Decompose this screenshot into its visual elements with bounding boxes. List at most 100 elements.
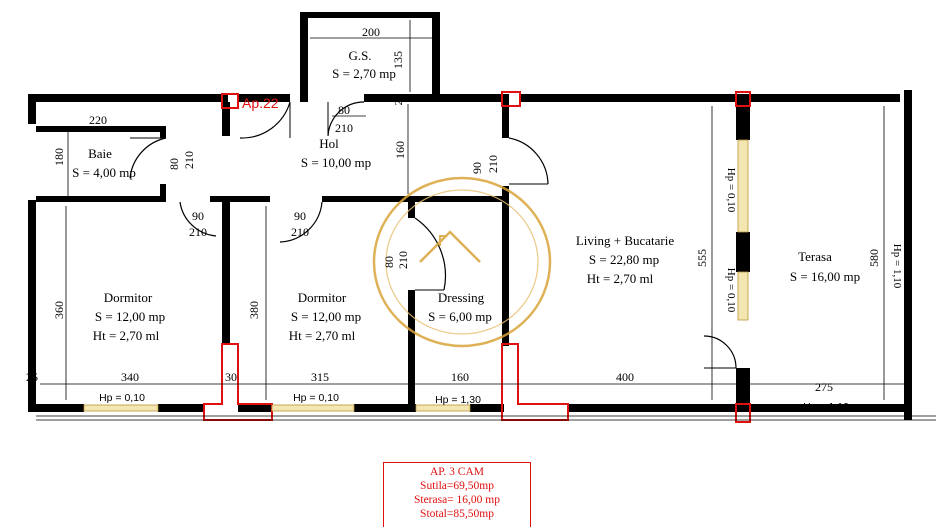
apartment-label: Ap.22 — [242, 95, 279, 111]
window-hp-2: Hp = 0,10 — [725, 268, 737, 313]
window-dorm1 — [83, 404, 159, 412]
wall-top-mid — [440, 94, 502, 102]
summary-sterasa: Sterasa= 16,00 mp — [413, 494, 500, 506]
dim-hol-depth: 160 — [393, 141, 407, 159]
dim-dress-width: 160 — [451, 370, 469, 384]
wall-dorm-divider — [222, 196, 230, 344]
dim-bottom-left-wall: 25 — [26, 370, 38, 384]
room-dressing-area: S = 6,00 mp — [428, 309, 492, 324]
room-dorm1-area: S = 12,00 mp — [95, 309, 165, 324]
wall-right — [904, 90, 912, 420]
dim-terasa-width: 275 — [815, 380, 833, 394]
dim-gs-width: 200 — [362, 25, 380, 39]
wall-top-living — [520, 94, 738, 102]
summary-title: AP. 3 CAM — [429, 466, 484, 478]
wall-bottom-3 — [238, 404, 272, 412]
door-terasa — [703, 335, 737, 369]
room-living-area: S = 22,80 mp — [589, 252, 659, 267]
window-dressing — [415, 404, 471, 412]
wall-terasa-div-top — [736, 94, 750, 140]
room-dorm2-height: Ht = 2,70 ml — [289, 328, 356, 343]
window-dorm2 — [271, 404, 355, 412]
door-dorm1 — [179, 201, 217, 237]
room-dressing-name: Dressing — [438, 290, 485, 305]
room-living-height: Ht = 2,70 ml — [587, 271, 654, 286]
structural-columns — [203, 91, 751, 423]
wall-terasa-div-bot — [736, 368, 750, 412]
wall-living-left-top — [502, 94, 509, 138]
room-dorm2-area: S = 12,00 mp — [291, 309, 361, 324]
room-gs-area: S = 2,70 mp — [332, 66, 396, 81]
door-gs — [327, 101, 365, 137]
room-terasa-area: S = 16,00 mp — [790, 269, 860, 284]
column-top-right — [735, 91, 751, 107]
door-dorm2 — [279, 201, 323, 243]
wall-hol-left — [222, 102, 230, 136]
dim-terasa-hp-side: Hp = 1,10 — [891, 244, 903, 289]
hp-dorm1: Hp = 0,10 — [99, 392, 145, 404]
wall-terasa-div-mid — [736, 232, 750, 272]
wall-bottom-4 — [354, 404, 416, 412]
wall-dress-left — [408, 290, 415, 410]
dim-dress-door-h: 210 — [396, 251, 410, 269]
room-terasa-name: Terasa — [798, 249, 832, 264]
dim-dorm2-door-h: 210 — [291, 225, 309, 239]
wall-baie-right-top — [160, 126, 166, 138]
wall-bottom-5 — [470, 404, 504, 412]
room-hol-area: S = 10,00 mp — [301, 155, 371, 170]
wall-top-left — [28, 94, 228, 102]
summary-sutila: Sutila=69,50mp — [420, 480, 494, 492]
wall-gs-top — [300, 12, 440, 18]
column-top-mid — [501, 91, 521, 107]
hp-terasa: Hp = 1,10 — [803, 401, 849, 413]
dim-dorm2-depth: 380 — [247, 301, 261, 319]
dim-dorm2-door-w: 90 — [294, 209, 306, 223]
room-dorm2-name: Dormitor — [298, 290, 347, 305]
wall-bottom-2 — [158, 404, 204, 412]
room-baie-area: S = 4,00 mp — [72, 165, 136, 180]
wall-gs-left — [300, 12, 308, 102]
door-dressing — [414, 217, 447, 291]
wall-top-hol — [238, 94, 290, 102]
dim-dorm1-width: 340 — [121, 370, 139, 384]
wall-dress-left-top — [408, 196, 415, 218]
dim-baie-width: 220 — [89, 113, 107, 127]
dim-dorm2-width: 315 — [311, 370, 329, 384]
dim-wall-mid: 30 — [225, 370, 237, 384]
wall-left-top — [28, 94, 36, 124]
wall-dress-right — [502, 196, 509, 346]
wall-gs-right — [432, 12, 440, 102]
dim-terasa-depth: 580 — [867, 249, 881, 267]
dim-baie-depth: 180 — [52, 148, 66, 166]
dim-hol-door-h: 210 — [335, 121, 353, 135]
doors — [129, 101, 737, 369]
door-baie — [129, 137, 167, 179]
dim-dorm1-door-w: 90 — [192, 209, 204, 223]
window-terasa-2 — [737, 271, 749, 321]
hp-dorm2: Hp = 0,10 — [293, 392, 339, 404]
hp-dressing: Hp = 1,30 — [435, 394, 481, 406]
door-entrance — [239, 101, 291, 139]
dimension-lines — [36, 20, 936, 421]
wall-bottom-7 — [750, 404, 912, 412]
walls — [28, 12, 912, 420]
wall-baie-right-bot — [160, 184, 166, 202]
dim-living-width: 400 — [616, 370, 634, 384]
dim-dorm1-depth: 360 — [52, 301, 66, 319]
room-gs-name: G.S. — [348, 48, 371, 63]
wall-gs-bottom — [364, 94, 440, 102]
dim-living-door-w: 90 — [470, 162, 484, 174]
window-hp-1: Hp = 0,10 — [725, 168, 737, 213]
dim-dress-door-w: 80 — [382, 256, 396, 268]
wall-living-left-mid — [502, 186, 509, 200]
column-dress-bottom — [501, 343, 569, 421]
dim-living-door-h: 210 — [486, 155, 500, 173]
dim-baie-door-h: 210 — [182, 151, 196, 169]
wall-hol-bottom-2 — [230, 196, 270, 202]
room-baie-name: Baie — [88, 146, 112, 161]
dim-baie-door-w: 80 — [167, 158, 181, 170]
dim-hol-door-w: 80 — [338, 103, 350, 117]
room-living-name: Living + Bucatarie — [576, 233, 675, 248]
